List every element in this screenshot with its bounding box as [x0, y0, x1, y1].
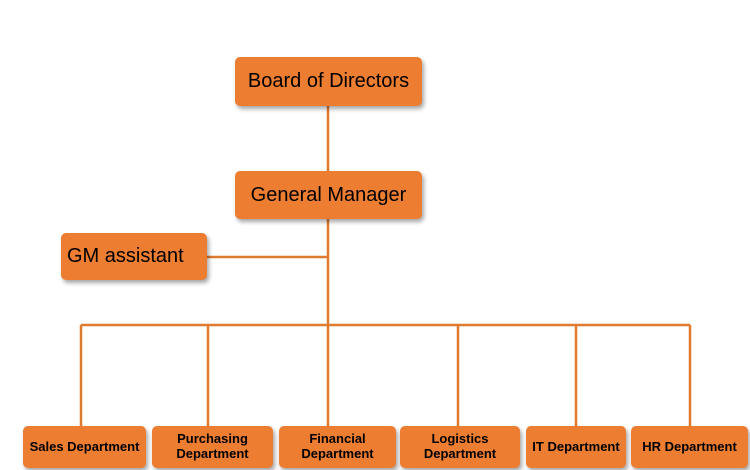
node-general-manager: General Manager	[235, 171, 422, 219]
node-sales-department: Sales Department	[23, 426, 146, 468]
node-gm-assistant: GM assistant	[61, 233, 207, 280]
node-hr-department: HR Department	[631, 426, 748, 468]
node-financial-department: Financial Department	[279, 426, 396, 468]
node-logistics-department: Logistics Department	[400, 426, 520, 468]
node-it-department: IT Department	[526, 426, 626, 468]
node-purchasing-department: Purchasing Department	[152, 426, 273, 468]
node-board-of-directors: Board of Directors	[235, 57, 422, 106]
